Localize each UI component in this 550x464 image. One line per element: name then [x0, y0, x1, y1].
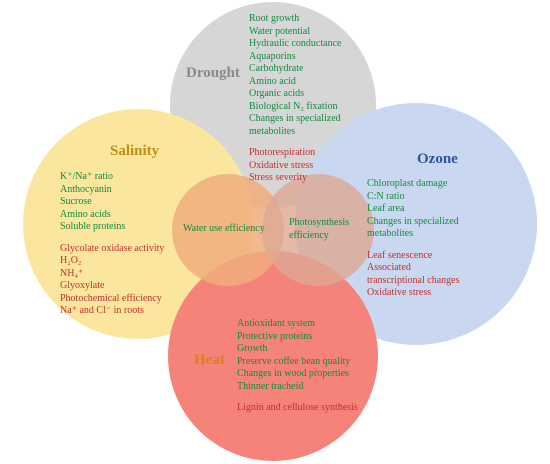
salinity-positive-list: K⁺/Na⁺ ratio Anthocyanin Sucrose Amino a… [60, 171, 164, 234]
drought-item: Aquaporins [249, 50, 296, 62]
salinity-item: K⁺/Na⁺ ratio [60, 171, 114, 182]
salinity-item: H₂O₂ [60, 255, 82, 266]
heat-item: Preserve coffee bean quality [237, 355, 351, 367]
ozone-item: transcriptional changes [367, 274, 460, 286]
drought-item: Organic acids [249, 88, 305, 99]
drought-labels: Root growth Water potential Hydraulic co… [249, 13, 341, 185]
photosynthesis-overlap [262, 174, 374, 286]
salinity-item: NH₄⁺ [60, 267, 84, 279]
drought-item: metabolites [249, 125, 296, 137]
salinity-item: Anthocyanin [60, 183, 112, 195]
ozone-item: Chloroplast damage [367, 178, 448, 189]
drought-item: Amino acid [249, 75, 296, 87]
ozone-labels: Chloroplast damage C:N ratio Leaf area C… [367, 178, 459, 300]
salinity-negative-list: Glycolate oxidase activity H₂O₂ NH₄⁺ Gly… [60, 243, 164, 318]
ozone-item: Leaf area [367, 203, 405, 214]
salinity-item: Photochemical efficiency [60, 292, 162, 304]
ozone-item: C:N ratio [367, 190, 405, 202]
heat-item: Protective proteins [237, 330, 313, 342]
drought-item: Water potential [249, 25, 311, 37]
heat-circle [168, 251, 378, 461]
ozone-item: Changes in specialized [367, 215, 459, 227]
salinity-item: Amino acids [60, 208, 111, 220]
drought-positive-list: Root growth Water potential Hydraulic co… [249, 13, 341, 138]
drought-item: Carbohydrate [249, 63, 304, 74]
heat-negative-list: Lignin and cellulose synthesis [237, 402, 358, 415]
heat-positive-list: Antioxidant system Protective proteins G… [237, 318, 358, 393]
drought-item: Changes in specialized [249, 113, 341, 124]
drought-item: Hydraulic conductance [249, 38, 342, 49]
salinity-item: Soluble proteins [60, 221, 126, 232]
salinity-item: Sucrose [60, 196, 92, 207]
drought-item: Biological N₂ fixation [249, 100, 338, 112]
drought-item: Stress severity [249, 172, 308, 183]
ozone-title: Ozone [417, 151, 458, 167]
heat-item: Lignin and cellulose synthesis [237, 402, 358, 413]
ozone-item: Leaf senescence [367, 249, 433, 261]
salinity-circle [23, 109, 253, 339]
photosynthesis-efficiency-label: Photosynthesis efficiency [289, 217, 349, 242]
salinity-item: Glyoxylate [60, 280, 105, 291]
heat-item: Changes in wood properties [237, 368, 349, 379]
ozone-positive-list: Chloroplast damage C:N ratio Leaf area C… [367, 178, 459, 241]
drought-item: Root growth [249, 13, 300, 24]
ozone-item: Oxidative stress [367, 287, 432, 298]
heat-title: Heat [194, 352, 225, 368]
ozone-circle [295, 103, 537, 345]
salinity-item: Glycolate oxidase activity [60, 242, 165, 254]
drought-negative-list: Photorespiration Oxidative stress Stress… [249, 147, 341, 185]
salinity-item: Na⁺ and Cl⁻ in roots [60, 305, 144, 316]
drought-item: Oxidative stress [249, 159, 314, 171]
drought-title: Drought [186, 65, 240, 81]
ozone-item: metabolites [367, 228, 414, 239]
ozone-negative-list: Leaf senescence Associated transcription… [367, 250, 459, 300]
heat-item: Growth [237, 343, 268, 354]
heat-item: Thinner tracheid [237, 380, 304, 392]
heat-labels: Antioxidant system Protective proteins G… [237, 318, 358, 415]
salinity-title: Salinity [110, 143, 160, 159]
water-use-efficiency-label: Water use efficiency [183, 223, 265, 234]
heat-item: Antioxidant system [237, 318, 316, 329]
drought-item: Photorespiration [249, 147, 316, 158]
photosynthesis-line: efficiency [289, 229, 329, 241]
ozone-item: Associated [367, 262, 411, 273]
water-use-overlap [172, 174, 284, 286]
salinity-labels: K⁺/Na⁺ ratio Anthocyanin Sucrose Amino a… [60, 171, 164, 318]
photosynthesis-line: Photosynthesis [289, 217, 350, 228]
